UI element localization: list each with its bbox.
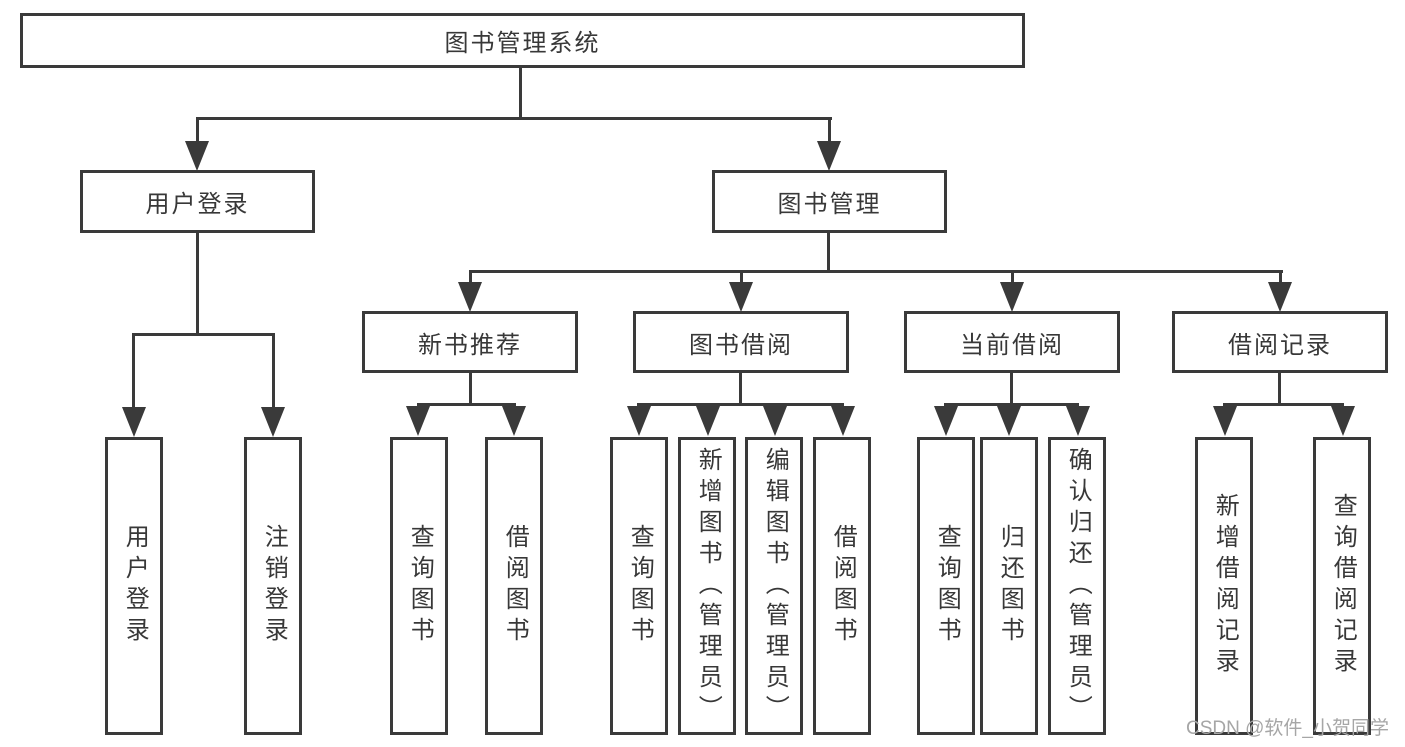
connector-line xyxy=(132,333,275,336)
arrow-down-icon xyxy=(406,406,430,436)
arrow-down-icon xyxy=(458,282,482,312)
connector-line xyxy=(1011,270,1014,284)
connector-line xyxy=(1279,270,1282,284)
leaf-query-book-borrowing-label: 查询图书 xyxy=(626,524,654,648)
node-book-management-label: 图书管理 xyxy=(777,191,882,218)
arrow-down-icon xyxy=(817,141,841,171)
connector-line xyxy=(272,333,275,409)
arrow-down-icon xyxy=(997,406,1021,436)
arrow-down-icon xyxy=(831,406,855,436)
connector-line xyxy=(1223,403,1344,406)
leaf-confirm-return-admin: 确认归还（管理员） xyxy=(1048,437,1106,735)
leaf-query-borrow-record-label: 查询借阅记录 xyxy=(1329,493,1357,679)
node-borrowing-records: 借阅记录 xyxy=(1172,311,1388,373)
arrow-down-icon xyxy=(763,406,787,436)
connector-line xyxy=(417,403,516,406)
leaf-logout: 注销登录 xyxy=(244,437,302,735)
arrow-down-icon xyxy=(1000,282,1024,312)
arrow-down-icon xyxy=(502,406,526,436)
leaf-user-login: 用户登录 xyxy=(105,437,163,735)
leaf-confirm-return-admin-label: 确认归还（管理员） xyxy=(1064,446,1092,726)
leaf-edit-book-admin: 编辑图书（管理员） xyxy=(745,437,803,735)
leaf-borrow-book-recommend: 借阅图书 xyxy=(485,437,543,735)
leaf-query-borrow-record: 查询借阅记录 xyxy=(1313,437,1371,735)
arrow-down-icon xyxy=(934,406,958,436)
connector-line xyxy=(196,231,199,336)
arrow-down-icon xyxy=(1331,406,1355,436)
connector-line xyxy=(827,231,830,273)
leaf-user-login-label: 用户登录 xyxy=(121,524,149,648)
node-book-borrowing: 图书借阅 xyxy=(633,311,849,373)
arrow-down-icon xyxy=(261,407,285,437)
arrow-down-icon xyxy=(729,282,753,312)
connector-line xyxy=(196,117,199,143)
arrow-down-icon xyxy=(1066,406,1090,436)
node-user-login-label: 用户登录 xyxy=(145,191,250,218)
connector-line xyxy=(132,333,135,409)
leaf-borrow-book: 借阅图书 xyxy=(813,437,871,735)
leaf-query-book-borrowing: 查询图书 xyxy=(610,437,668,735)
leaf-borrow-book-recommend-label: 借阅图书 xyxy=(501,524,529,648)
leaf-add-book-admin: 新增图书（管理员） xyxy=(678,437,736,735)
leaf-query-book-recommend: 查询图书 xyxy=(390,437,448,735)
leaf-logout-label: 注销登录 xyxy=(260,524,288,648)
node-new-book-recommend-label: 新书推荐 xyxy=(418,331,522,359)
arrow-down-icon xyxy=(1213,406,1237,436)
leaf-return-book: 归还图书 xyxy=(980,437,1038,735)
node-current-borrowing-label: 当前借阅 xyxy=(960,331,1064,359)
connector-line xyxy=(469,371,472,406)
arrow-down-icon xyxy=(696,406,720,436)
connector-line xyxy=(944,403,1079,406)
node-book-borrowing-label: 图书借阅 xyxy=(689,331,793,359)
leaf-query-book-current-label: 查询图书 xyxy=(933,524,961,648)
connector-line xyxy=(196,117,832,120)
arrow-down-icon xyxy=(185,141,209,171)
node-borrowing-records-label: 借阅记录 xyxy=(1228,331,1332,359)
connector-line xyxy=(1278,371,1281,406)
node-book-management: 图书管理 xyxy=(712,170,947,233)
node-root-label: 图书管理系统 xyxy=(444,30,601,57)
node-new-book-recommend: 新书推荐 xyxy=(362,311,578,373)
connector-line xyxy=(469,270,472,284)
leaf-borrow-book-label: 借阅图书 xyxy=(829,524,857,648)
node-root: 图书管理系统 xyxy=(20,13,1025,68)
connector-line xyxy=(739,371,742,406)
connector-line xyxy=(469,270,1283,273)
arrow-down-icon xyxy=(1268,282,1292,312)
leaf-query-book-current: 查询图书 xyxy=(917,437,975,735)
leaf-add-book-admin-label: 新增图书（管理员） xyxy=(694,446,722,726)
leaf-return-book-label: 归还图书 xyxy=(996,524,1024,648)
leaf-add-borrow-record-label: 新增借阅记录 xyxy=(1211,493,1239,679)
connector-line xyxy=(519,66,522,120)
leaf-add-borrow-record: 新增借阅记录 xyxy=(1195,437,1253,735)
connector-line xyxy=(637,403,844,406)
arrow-down-icon xyxy=(122,407,146,437)
csdn-watermark: CSDN @软件_小贺同学 xyxy=(1186,718,1389,739)
arrow-down-icon xyxy=(627,406,651,436)
leaf-edit-book-admin-label: 编辑图书（管理员） xyxy=(761,446,789,726)
connector-line xyxy=(828,117,831,143)
connector-line xyxy=(1010,371,1013,406)
node-current-borrowing: 当前借阅 xyxy=(904,311,1120,373)
node-user-login: 用户登录 xyxy=(80,170,315,233)
connector-line xyxy=(740,270,743,284)
leaf-query-book-recommend-label: 查询图书 xyxy=(406,524,434,648)
